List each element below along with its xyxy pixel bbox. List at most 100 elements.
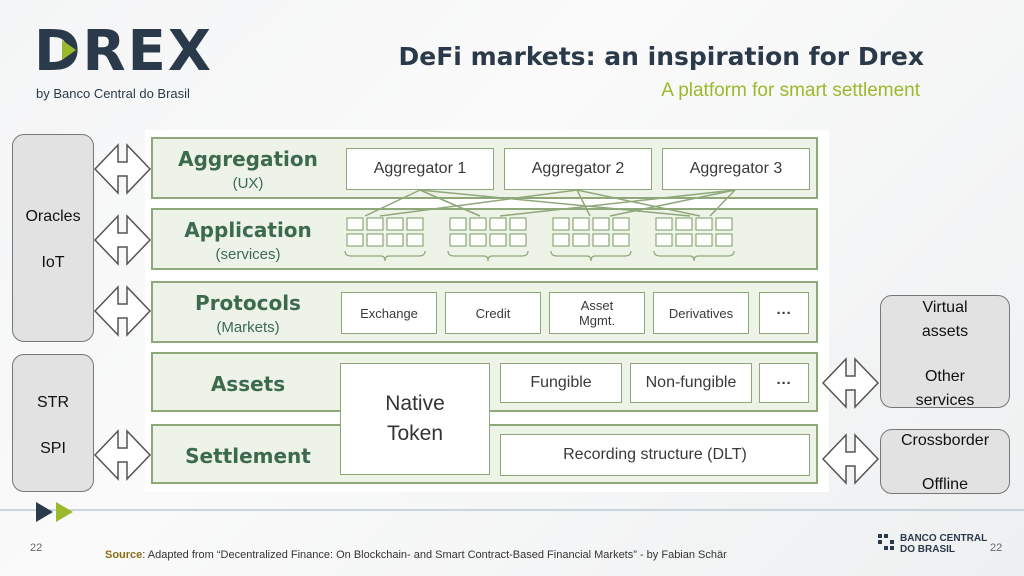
side-label: Oracles [25,208,81,225]
play-icon [56,502,73,522]
service-cell [489,217,507,231]
right-arrows [821,357,880,485]
service-cell [386,233,404,247]
side-label: Other [924,368,965,385]
service-cell [469,217,487,231]
service-cell [715,217,733,231]
protocol-box: Exchange [341,292,437,334]
service-cell [655,233,673,247]
native-token-box: Native Token [340,363,490,475]
aggregator-box: Aggregator 2 [504,148,652,190]
oracles-iot-box: Oracles IoT [12,134,94,342]
connector-lines [364,189,736,217]
source-label: Source [105,549,143,561]
connector-line [419,189,481,217]
page-number-left: 22 [30,542,43,554]
bank-name-line: BANCO CENTRAL [900,533,988,544]
str-spi-box: STR SPI [12,354,94,492]
left-arrows [93,143,152,481]
layer-aggregation: Aggregation (UX) Aggregator 1 Aggregator… [151,137,818,199]
service-cell [612,233,630,247]
layer-settlement-name: Settlement [185,444,311,468]
protocol-box: Derivatives [653,292,749,334]
service-cell [346,233,364,247]
side-label: Crossborder [900,432,990,449]
service-cell [449,217,467,231]
slide-subtitle: A platform for smart settlement [661,80,920,101]
layer-aggregation-sub: (UX) [232,175,264,192]
source-text: : Adapted from “Decentralized Finance: O… [142,549,727,561]
source-note: Source: Adapted from “Decentralized Fina… [105,549,727,561]
connector-line [419,189,691,217]
service-cell [592,217,610,231]
play-icon [36,502,53,522]
service-brace [653,250,735,262]
connector-line [379,189,578,217]
double-arrow-icon [93,143,152,195]
service-cell [715,233,733,247]
aggregator-box: Aggregator 1 [346,148,494,190]
asset-more-box: ··· [759,363,809,403]
side-label: assets [921,323,969,340]
service-cell [592,233,610,247]
side-label: Offline [922,476,968,493]
logo-arrow-icon [62,40,76,60]
side-label: IoT [41,254,65,271]
service-cell [406,217,424,231]
layer-application-name: Application [184,218,312,242]
service-cell [406,233,424,247]
service-cell [552,217,570,231]
protocol-box-line: Asset [580,298,614,313]
service-cell [386,217,404,231]
double-arrow-icon [93,285,152,337]
bank-name-line: DO BRASIL [900,544,955,555]
layer-protocols-name: Protocols [195,291,301,315]
slide-title: DeFi markets: an inspiration for Drex [398,42,924,71]
protocol-box-line: Mgmt. [578,313,616,328]
side-label: services [915,392,975,409]
protocol-box: Asset Mgmt. [549,292,645,334]
service-cell [366,217,384,231]
layer-assets-name: Assets [210,372,286,396]
double-arrow-icon [821,433,880,485]
double-arrow-icon [93,214,152,266]
service-cell [489,233,507,247]
service-brace [550,250,632,262]
service-brace [344,250,426,262]
asset-box: Fungible [500,363,622,403]
application-grids [344,217,735,262]
connector-line [499,189,736,217]
page-number-right: 22 [990,542,1003,554]
service-brace [447,250,529,262]
connector-line [576,189,701,217]
connector-line [609,189,736,217]
service-cell [675,217,693,231]
service-cell [572,233,590,247]
layer-aggregation-name: Aggregation [178,147,318,171]
service-cell [509,233,527,247]
connector-line [364,189,421,217]
protocol-more-box: ··· [759,292,809,334]
service-cell [552,233,570,247]
crossborder-offline-box: Crossborder Offline [880,429,1010,494]
bank-name: BANCO CENTRAL DO BRASIL [900,533,987,555]
layer-protocols: Protocols (Markets) Exchange Credit Asse… [151,281,818,343]
service-cell [675,233,693,247]
service-cell [612,217,630,231]
side-label: Virtual [922,299,968,316]
side-label: STR [37,394,69,411]
layer-application-sub: (services) [215,246,281,263]
service-cell [366,233,384,247]
service-cell [469,233,487,247]
settlement-box: Recording structure (DLT) [500,434,810,476]
connector-line [576,189,591,217]
side-label: SPI [40,440,66,457]
connector-line [709,189,736,217]
service-cell [346,217,364,231]
layer-protocols-sub: (Markets) [216,319,280,336]
aggregator-box: Aggregator 3 [662,148,810,190]
service-cell [509,217,527,231]
service-cell [449,233,467,247]
bank-logo-icon [876,532,896,552]
